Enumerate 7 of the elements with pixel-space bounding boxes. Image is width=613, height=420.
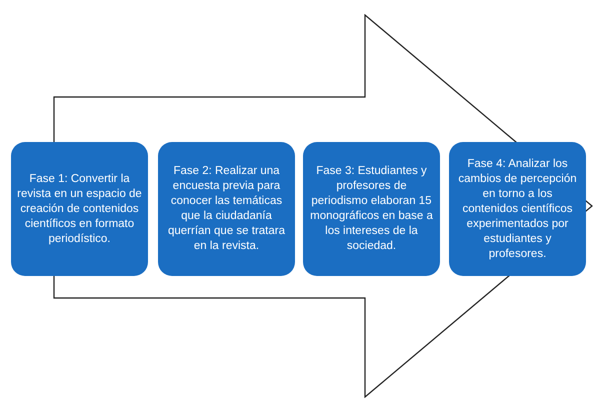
phase-box [158,142,295,276]
phase-text: Fase 4: Analizar los cambios de percepción en torno a los contenidos científicos experimentados por estudiantes y profesores. [457,156,578,262]
phase-box [11,142,148,276]
phase-text: Fase 2: Realizar una encuesta previa para conocer las temáticas que la ciudadanía querrían que se tratara en la revista. [167,164,286,254]
phase-text: Fase 3: Estudiantes y profesores de periodismo elaboran 15 monográficos en base a los intereses de la sociedad. [309,164,434,254]
phase-text: Fase 1: Convertir la revista en un espacio de creación de contenidos científicos en formato periodístico. [16,172,143,246]
phase-box [303,142,440,276]
